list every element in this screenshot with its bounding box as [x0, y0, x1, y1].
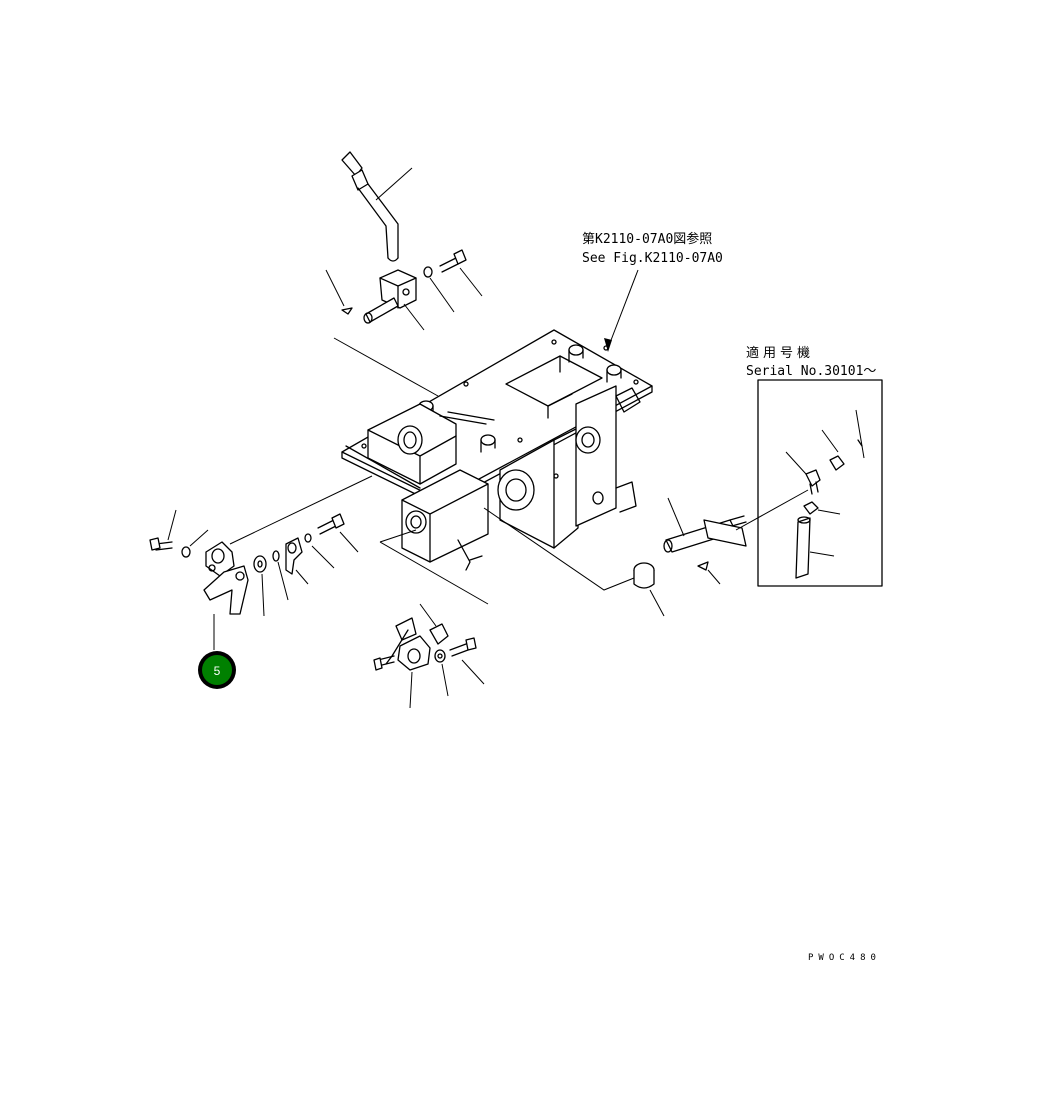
callout-fill: [202, 655, 232, 685]
ref-note-jp: 第K2110-07A0図参照: [582, 231, 712, 247]
ref-note-en: See Fig.K2110-07A0: [582, 251, 723, 266]
upper-bolt-set: [423, 249, 483, 313]
clevis-parts: [253, 513, 359, 617]
control-lever-rod: [341, 151, 413, 262]
callout-number[interactable]: 5: [214, 664, 221, 678]
lower-lever-assembly: [373, 603, 485, 709]
serial-box: [757, 379, 883, 587]
main-frame: [341, 329, 653, 571]
left-lever-assembly: [149, 509, 249, 650]
serial-label-jp: 適用号機: [746, 345, 814, 361]
right-lever-assembly: [633, 489, 809, 617]
callout-marker[interactable]: 5: [198, 651, 236, 689]
serial-label-en: Serial No.30101～: [746, 364, 876, 379]
reference-arrow: [604, 269, 639, 352]
figure-code: PWOC480: [808, 953, 881, 963]
upper-pivot-block: [325, 269, 425, 331]
